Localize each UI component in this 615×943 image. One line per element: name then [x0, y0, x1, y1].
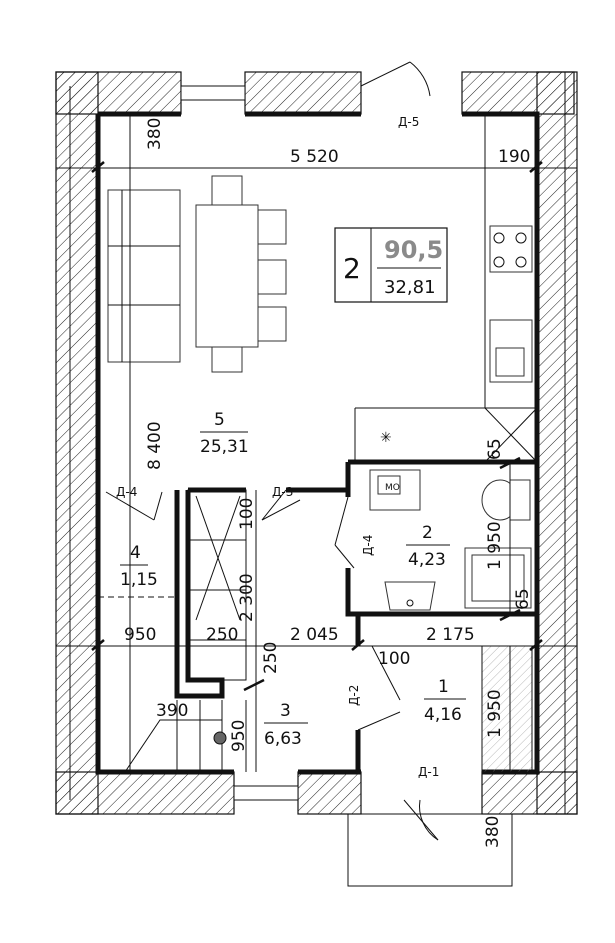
dim-100: 100	[237, 498, 257, 530]
dim-2175: 2 175	[426, 625, 475, 645]
dim-250-mid: 250	[206, 625, 238, 645]
dimension-lines	[56, 114, 577, 772]
kitchen-counter: ✳	[354, 114, 538, 463]
dim-bottom-380: 380	[483, 816, 503, 848]
dim-950-left: 950	[124, 625, 156, 645]
room-1-area: 4,16	[424, 705, 462, 725]
dim-65-upper: 65	[485, 438, 505, 460]
dim-2300: 2 300	[237, 573, 257, 622]
room-4-number: 4	[130, 543, 141, 563]
exterior-walls	[55, 71, 578, 815]
room-5-number: 5	[214, 410, 225, 430]
door-tag-d4-left: Д-4	[116, 485, 137, 499]
dim-100-hall: 100	[378, 649, 410, 669]
apartment-total-area: 90,5	[384, 236, 443, 264]
door-tag-d5: Д-5	[398, 115, 419, 129]
dim-65-lower: 65	[513, 588, 533, 610]
dim-390: 390	[156, 701, 188, 721]
apartment-badge: 2 90,5 32,81	[334, 227, 448, 303]
dim-950-stair: 950	[229, 720, 249, 752]
room-labels: 5 25,31 4 1,15 2 4,23 3 6,63 1 4,16	[120, 410, 466, 749]
door-tag-d4-bath: Д-4	[361, 535, 375, 556]
interior-walls: МО	[98, 459, 537, 773]
sofa	[107, 189, 181, 363]
door-tag-d3: Д-3	[272, 485, 293, 499]
room-2-number: 2	[422, 523, 433, 543]
door-tag-d1: Д-1	[418, 765, 439, 779]
dining-table	[195, 175, 287, 373]
dim-top-380: 380	[145, 118, 165, 150]
entry-door-top	[360, 61, 431, 97]
dimension-labels: 380 5 520 190 8 400 65 100 2 300 1 950 6…	[124, 118, 533, 848]
dim-1950-hall: 1 950	[485, 689, 505, 738]
apartment-number: 2	[343, 252, 361, 285]
svg-text:МО: МО	[385, 483, 400, 493]
dim-width-5520: 5 520	[290, 147, 339, 167]
room-4-area: 1,15	[120, 570, 158, 590]
dim-250-vert: 250	[261, 642, 281, 674]
dim-height-8400: 8 400	[145, 421, 165, 470]
dim-1950-bath: 1 950	[485, 521, 505, 570]
room-3-area: 6,63	[264, 729, 302, 749]
dim-2045: 2 045	[290, 625, 339, 645]
door-tag-d2: Д-2	[347, 685, 361, 706]
room-1-number: 1	[438, 677, 449, 697]
room-5-area: 25,31	[200, 437, 249, 457]
room-3-number: 3	[280, 701, 291, 721]
apartment-living-area: 32,81	[384, 277, 436, 298]
room-2-area: 4,23	[408, 550, 446, 570]
door-tags: Д-5 Д-4 Д-3 Д-4 Д-2 Д-1	[116, 115, 439, 779]
balcony	[347, 799, 513, 887]
dim-right-190: 190	[498, 147, 530, 167]
fridge-symbol: ✳	[380, 430, 392, 446]
